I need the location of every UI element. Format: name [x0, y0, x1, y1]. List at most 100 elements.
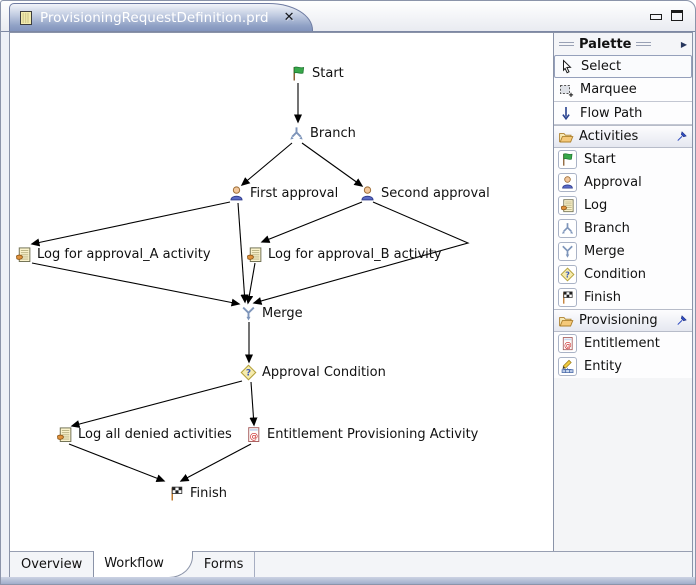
- minimize-icon[interactable]: [650, 14, 662, 20]
- editor-tab-bar: ProvisioningRequestDefinition.prd ✕: [1, 1, 695, 32]
- node-label: Approval Condition: [262, 365, 386, 380]
- approval-person-icon: [558, 173, 577, 192]
- node-label: Entitlement Provisioning Activity: [267, 427, 479, 442]
- log-icon: [246, 246, 263, 263]
- entitlement-icon: [558, 334, 577, 353]
- approval-person-icon: [359, 185, 376, 202]
- tab-workflow[interactable]: Workflow: [93, 551, 193, 578]
- edge-log_a-merge[interactable]: [31, 262, 241, 307]
- edge-condition-entitlement[interactable]: [249, 381, 258, 427]
- node-label: Merge: [262, 306, 303, 321]
- node-second-approval[interactable]: Second approval: [359, 185, 490, 202]
- edge-first_approval-merge[interactable]: [237, 202, 249, 304]
- palette-tools: Select Marquee Flow Path: [554, 55, 692, 125]
- finish-flag-icon: [168, 485, 185, 502]
- node-log-approval-a[interactable]: Log for approval_A activity: [15, 246, 211, 263]
- palette-item-entitlement[interactable]: Entitlement: [554, 332, 692, 355]
- tab-label: Forms: [203, 557, 244, 572]
- tool-marquee[interactable]: Marquee: [554, 78, 692, 101]
- edge-branch-first_approval[interactable]: [240, 142, 293, 186]
- editor-tab-prd[interactable]: ProvisioningRequestDefinition.prd ✕: [9, 3, 313, 31]
- page-tab-bar: Overview Workflow Forms: [10, 551, 692, 578]
- merge-icon: [558, 242, 577, 261]
- open-folder-icon: [558, 129, 574, 145]
- palette-item-approval[interactable]: Approval: [554, 171, 692, 194]
- tab-overview[interactable]: Overview: [10, 552, 93, 577]
- log-icon: [56, 426, 73, 443]
- drawer-label: Activities: [579, 129, 639, 144]
- approval-person-icon: [228, 185, 245, 202]
- item-label: Start: [584, 152, 616, 167]
- tool-select[interactable]: Select: [554, 55, 692, 78]
- node-branch[interactable]: Branch: [288, 125, 356, 142]
- node-label: Finish: [190, 486, 228, 501]
- chevron-right-icon[interactable]: ▶: [680, 39, 687, 49]
- drawer-activities[interactable]: Activities: [554, 125, 692, 148]
- node-log-all-denied[interactable]: Log all denied activities: [56, 426, 232, 443]
- pin-icon[interactable]: [675, 130, 688, 143]
- editor-tab-title: ProvisioningRequestDefinition.prd: [40, 9, 269, 26]
- maximize-icon[interactable]: [671, 10, 683, 21]
- palette-header-line: [636, 42, 652, 46]
- edge-first_approval-log_a[interactable]: [30, 201, 231, 247]
- pin-icon[interactable]: [675, 314, 688, 327]
- merge-icon: [240, 305, 257, 322]
- editor-frame: Start Branch First approval Second appro…: [9, 32, 693, 578]
- item-label: Finish: [584, 290, 622, 305]
- node-entitlement-activity[interactable]: Entitlement Provisioning Activity: [245, 426, 478, 443]
- edge-branch-second_approval[interactable]: [301, 142, 364, 187]
- item-label: Log: [584, 198, 608, 213]
- activities-items: Start Approval Log Branch Merge: [554, 148, 692, 309]
- item-label: Merge: [584, 244, 625, 259]
- edge-log_denied-finish[interactable]: [68, 443, 166, 483]
- palette-item-entity[interactable]: Entity: [554, 355, 692, 378]
- tool-label: Flow Path: [580, 105, 643, 121]
- item-label: Entity: [584, 359, 622, 374]
- tab-label: Overview: [21, 557, 83, 572]
- node-approval-condition[interactable]: Approval Condition: [240, 364, 386, 381]
- palette-item-finish[interactable]: Finish: [554, 286, 692, 309]
- edge-entitlement-finish[interactable]: [179, 443, 252, 482]
- edge-log_b-merge[interactable]: [245, 262, 256, 305]
- tab-forms[interactable]: Forms: [193, 552, 256, 577]
- palette-item-log[interactable]: Log: [554, 194, 692, 217]
- provisioning-items: Entitlement Entity: [554, 332, 692, 378]
- window-bottom-border: [1, 577, 695, 584]
- palette-item-branch[interactable]: Branch: [554, 217, 692, 240]
- node-finish[interactable]: Finish: [168, 485, 227, 502]
- node-label: Log all denied activities: [78, 427, 232, 442]
- edge-condition-log_denied[interactable]: [70, 380, 243, 428]
- item-label: Branch: [584, 221, 630, 236]
- node-merge[interactable]: Merge: [240, 305, 303, 322]
- condition-icon: [240, 364, 257, 381]
- palette-item-merge[interactable]: Merge: [554, 240, 692, 263]
- node-log-approval-b[interactable]: Log for approval_B activity: [246, 246, 442, 263]
- node-label: Start: [312, 66, 344, 81]
- edge-second_approval-log_b[interactable]: [260, 201, 363, 243]
- drawer-provisioning[interactable]: Provisioning: [554, 309, 692, 332]
- log-icon: [558, 196, 577, 215]
- palette-item-condition[interactable]: Condition: [554, 263, 692, 286]
- tool-flow-path[interactable]: Flow Path: [554, 101, 692, 124]
- condition-icon: [558, 265, 577, 284]
- tool-label: Select: [581, 59, 622, 74]
- node-first-approval[interactable]: First approval: [228, 185, 338, 202]
- open-folder-icon: [558, 313, 574, 329]
- start-flag-icon: [558, 150, 577, 169]
- start-flag-icon: [290, 65, 307, 82]
- node-label: Branch: [310, 126, 356, 141]
- entity-icon: [558, 357, 577, 376]
- edge-second_approval-merge[interactable]: [252, 201, 470, 305]
- drawer-label: Provisioning: [579, 313, 658, 328]
- palette-header[interactable]: Palette ▶: [554, 33, 692, 55]
- branch-icon: [558, 219, 577, 238]
- close-icon[interactable]: ✕: [283, 10, 295, 25]
- workflow-canvas[interactable]: Start Branch First approval Second appro…: [10, 33, 553, 551]
- log-icon: [15, 246, 32, 263]
- node-start[interactable]: Start: [290, 65, 344, 82]
- branch-icon: [288, 125, 305, 142]
- finish-flag-icon: [558, 288, 577, 307]
- tab-label: Workflow: [104, 556, 164, 571]
- palette-item-start[interactable]: Start: [554, 148, 692, 171]
